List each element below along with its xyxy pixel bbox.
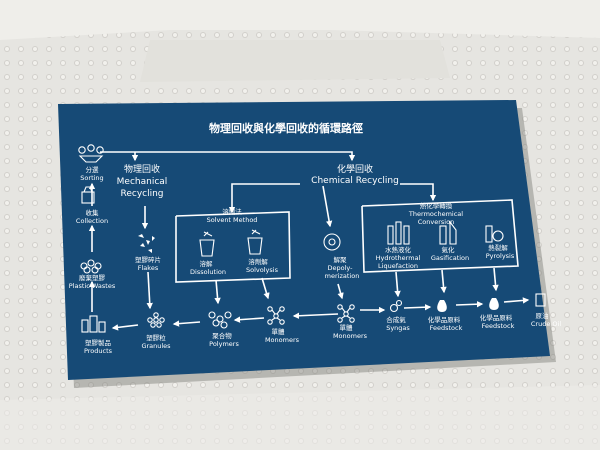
- labels: 分選 Sorting 物理回收 Mechanical Recycling 化學回…: [69, 163, 562, 355]
- collection-label-en: Collection: [76, 217, 108, 225]
- syngas-icon: [389, 299, 403, 313]
- crudeoil-label-en: Crude Oil: [531, 320, 561, 328]
- solvolysis-label-en: Solvolysis: [246, 266, 279, 274]
- solvolysis-label-zh: 溶劑解: [248, 257, 268, 266]
- polymers-icon: [208, 311, 232, 329]
- solvent-method-box: [175, 211, 291, 283]
- granules-label-en: Granules: [141, 342, 171, 350]
- dissolution-icon: [199, 231, 215, 257]
- products-label-zh: 塑膠製品: [85, 338, 111, 347]
- monomers2-label-zh: 單體: [340, 323, 354, 332]
- chemical-label-en: Chemical Recycling: [311, 176, 399, 186]
- syngas-label-en: Syngas: [386, 324, 410, 332]
- flakes-label-en: Flakes: [138, 264, 159, 272]
- depoly-label-en1: Depoly-: [328, 264, 354, 272]
- dissolution-label-zh: 溶解: [200, 259, 214, 268]
- granules-label-zh: 塑膠粒: [146, 333, 166, 342]
- hydro-label-zh: 水熱液化: [385, 245, 412, 254]
- sorting-label-zh: 分選: [86, 165, 100, 174]
- dissolution-label-en: Dissolution: [190, 268, 226, 276]
- waste-label-zh: 廢棄塑膠: [79, 273, 106, 282]
- flakes-label-zh: 塑膠碎片: [135, 255, 161, 264]
- feedstock-icon-2: [489, 298, 499, 310]
- solvent-label-en: Solvent Method: [207, 216, 258, 224]
- hydro-label-en2: Liquefaction: [378, 262, 418, 270]
- products-label-en: Products: [84, 347, 113, 355]
- sorting-label-en: Sorting: [80, 174, 103, 182]
- pyrolysis-label-en: Pyrolysis: [486, 252, 515, 260]
- hydro-label-en1: Hydrothermal: [376, 254, 421, 262]
- feedstock2-label-en: Feedstock: [482, 322, 515, 330]
- waste-icon: [80, 259, 102, 274]
- products-icon: [81, 315, 106, 333]
- mechanical-label-en2: Recycling: [120, 189, 163, 199]
- feedstock1-label-zh: 化學品原料: [428, 315, 461, 324]
- collection-icon: [81, 186, 95, 204]
- feedstock1-label-en: Feedstock: [430, 324, 463, 332]
- polymers-label-en: Polymers: [209, 340, 239, 348]
- monomers1-label-en: Monomers: [265, 336, 300, 344]
- thermo-label-zh: 熱化學轉換: [420, 201, 453, 210]
- chemical-label-zh: 化學回收: [337, 163, 373, 175]
- hydrothermal-icon: [387, 221, 410, 245]
- gasification-icon: [439, 220, 457, 245]
- mechanical-label-en1: Mechanical: [117, 177, 168, 187]
- depoly-label-en2: merization: [325, 272, 360, 280]
- pyrolysis-icon: [485, 225, 504, 243]
- monomers-icon-2: [337, 304, 355, 323]
- monomers2-label-en: Monomers: [333, 332, 368, 340]
- depolymerization-icon: [323, 233, 341, 251]
- waste-label-en: Plastic Wastes: [69, 282, 116, 290]
- thermochemical-box: [361, 199, 519, 273]
- pyrolysis-label-zh: 熱裂解: [488, 243, 508, 252]
- infographic-board: [58, 100, 550, 380]
- thermo-label-en2: Conversion: [418, 218, 454, 226]
- gasification-label-en: Gasification: [431, 254, 469, 262]
- gasification-label-zh: 氣化: [442, 245, 456, 254]
- syngas-label-zh: 合成氣: [386, 315, 406, 324]
- collection-label-zh: 收集: [86, 208, 100, 217]
- crudeoil-label-zh: 原油: [536, 311, 549, 320]
- granules-icon: [147, 312, 165, 328]
- monomers-icon-1: [267, 306, 285, 325]
- crude-oil-icon: [535, 293, 546, 307]
- feedstock2-label-zh: 化學品原料: [480, 313, 513, 322]
- depoly-label-zh: 解聚: [334, 255, 348, 264]
- flow-arrows: [88, 151, 530, 331]
- thermo-label-en1: Thermochemical: [408, 210, 463, 218]
- feedstock-icon-1: [437, 300, 447, 312]
- solvolysis-icon: [247, 229, 263, 255]
- solvent-label-zh: 溶劑法: [222, 207, 242, 216]
- flakes-icon: [138, 234, 155, 253]
- monomers1-label-zh: 單體: [272, 327, 286, 336]
- mechanical-label-zh: 物理回收: [124, 163, 160, 175]
- polymers-label-zh: 聚合物: [212, 331, 232, 340]
- board-title: 物理回收與化學回收的循環路徑: [209, 121, 363, 135]
- sorting-icon: [78, 144, 104, 163]
